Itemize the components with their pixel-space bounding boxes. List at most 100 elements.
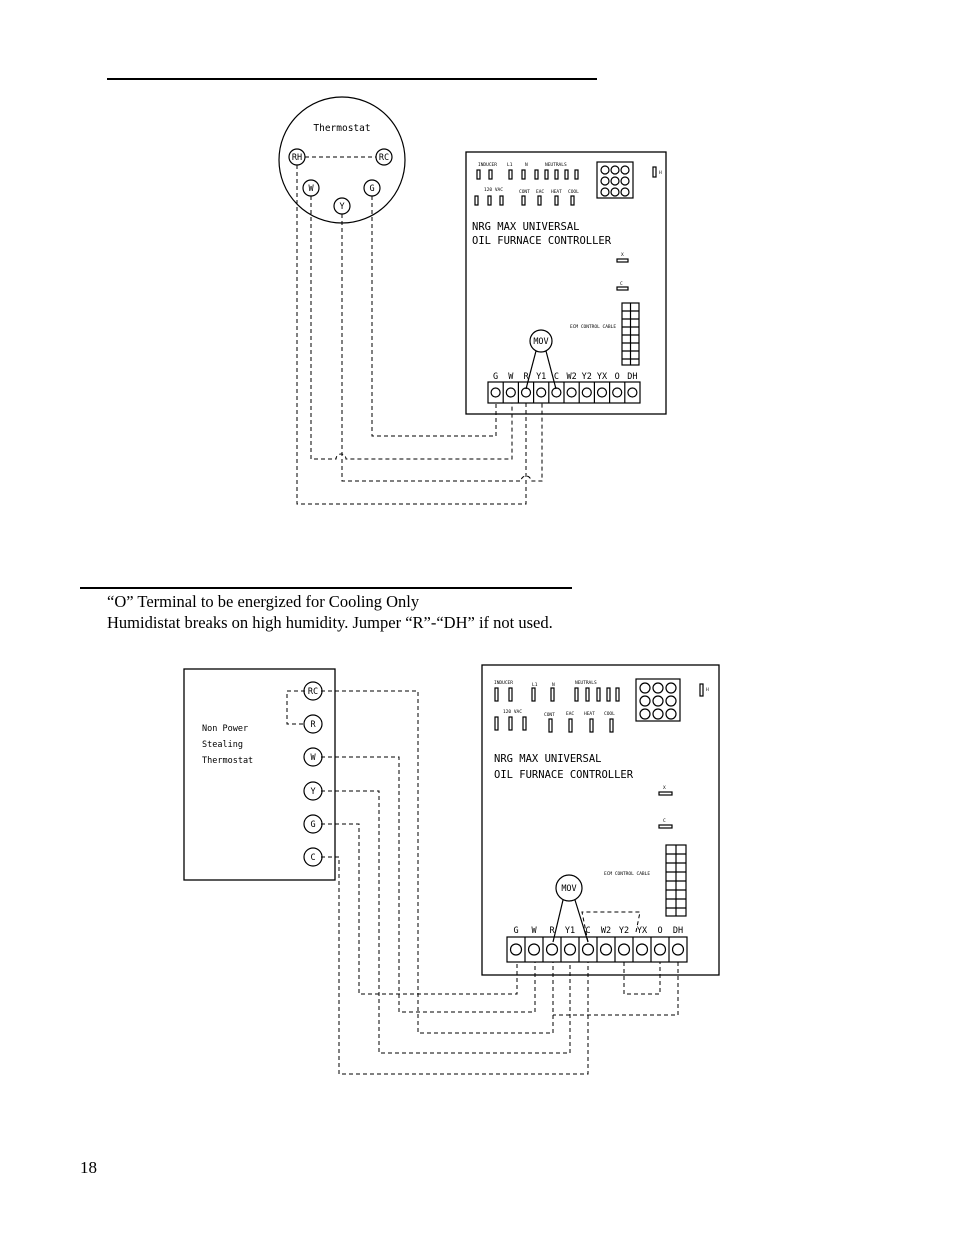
board-title-line1: NRG MAX UNIVERSAL: [472, 221, 579, 233]
terminal-dh: DH: [624, 372, 638, 403]
terminal-r: R: [542, 926, 559, 962]
terminal-g: G: [509, 926, 523, 956]
ecm-connector: [621, 302, 640, 366]
terminal-g: G: [490, 372, 501, 398]
six-pin-plug-2: [635, 678, 681, 722]
terminal-label: C: [554, 372, 559, 382]
svg-text:MOV: MOV: [561, 884, 576, 894]
tstat-terminal-r: R: [303, 714, 323, 734]
svg-text:C: C: [663, 818, 666, 824]
ecm-label: ECM CONTROL CABLE: [570, 324, 616, 330]
terminal-yx: YX: [632, 926, 649, 962]
six-pin-plug: [596, 161, 634, 199]
thermostat-box: [183, 668, 336, 881]
svg-text:COOL: COOL: [604, 711, 615, 717]
svg-text:EAC: EAC: [536, 189, 544, 195]
terminal-y2: Y2: [614, 926, 631, 962]
tstat-terminal-label: Y: [310, 787, 315, 797]
diagram-1: Thermostat RH RC W G Y: [278, 96, 667, 505]
terminal-label: O: [657, 926, 662, 936]
board-title-line2: OIL FURNACE CONTROLLER: [472, 235, 612, 247]
svg-text:L1: L1: [507, 162, 513, 168]
terminal-y1: Y1: [560, 926, 577, 962]
terminal-label: YX: [597, 372, 608, 382]
controller-board-1: INDUCER L1 N NEUTRALS 120 VAC CONT EAC H…: [465, 151, 667, 415]
terminal-c: C: [578, 926, 595, 962]
terminal-label: R: [549, 926, 555, 936]
side-connector-2: [699, 683, 704, 697]
svg-text:HEAT: HEAT: [584, 711, 595, 717]
svg-text:Stealing: Stealing: [202, 740, 243, 750]
terminal-label: W: [508, 372, 514, 382]
board2-title-line1: NRG MAX UNIVERSAL: [494, 753, 601, 765]
svg-text:N: N: [525, 162, 528, 168]
terminal-o: O: [608, 372, 623, 403]
svg-text:Thermostat: Thermostat: [202, 756, 253, 766]
terminal-yx: YX: [593, 372, 608, 403]
top-connectors: [476, 169, 579, 180]
terminal-w2: W2: [596, 926, 613, 962]
terminal-label: W2: [601, 926, 611, 936]
svg-text:X: X: [621, 252, 624, 258]
mov-component: MOV: [525, 329, 557, 390]
svg-text:RC: RC: [379, 153, 389, 163]
terminal-label: W: [531, 926, 537, 936]
terminal-label: O: [615, 372, 620, 382]
tstat-terminal-label: G: [310, 820, 315, 830]
svg-text:Y: Y: [339, 202, 344, 212]
svg-text:X: X: [663, 785, 666, 791]
terminal-label: DH: [673, 926, 683, 936]
terminal-label: YX: [637, 926, 648, 936]
tstat-terminal-label: R: [310, 720, 316, 730]
tstat-terminal-label: C: [310, 853, 315, 863]
svg-text:G: G: [369, 184, 374, 194]
svg-text:Non Power: Non Power: [202, 724, 248, 734]
round-thermostat: Thermostat RH RC W G Y: [278, 96, 406, 224]
terminal-w: W: [302, 179, 320, 197]
svg-text:CONT: CONT: [544, 712, 555, 718]
svg-text:L1: L1: [532, 682, 538, 688]
terminal-label: Y2: [582, 372, 592, 382]
svg-text:COOL: COOL: [568, 189, 579, 195]
svg-text:INDUCER: INDUCER: [478, 162, 497, 168]
jumper-c: [616, 286, 629, 291]
board2-title-line2: OIL FURNACE CONTROLLER: [494, 769, 634, 781]
mid-connectors-2: [494, 716, 614, 733]
svg-text:NEUTRALS: NEUTRALS: [575, 680, 597, 686]
terminal-c: C: [548, 372, 562, 403]
note-humidistat: Humidistat breaks on high humidity. Jump…: [107, 613, 553, 632]
terminal-label: C: [585, 926, 590, 936]
terminal-y1: Y1: [532, 372, 546, 403]
svg-text:MOV: MOV: [533, 337, 548, 347]
terminal-label: R: [523, 372, 529, 382]
controller-board-2: INDUCER L1 N NEUTRALS 120 VAC CONT EAC H…: [481, 664, 720, 976]
svg-text:RH: RH: [292, 153, 302, 163]
c-o-dotted-link: [581, 911, 641, 943]
terminal-o: O: [650, 926, 667, 962]
svg-text:W: W: [308, 184, 314, 194]
ecm-connector-2: [665, 844, 687, 917]
note-o-terminal: “O” Terminal to be energized for Cooling…: [107, 592, 420, 611]
terminal-label: Y1: [565, 926, 575, 936]
svg-text:NEUTRALS: NEUTRALS: [545, 162, 567, 168]
diagram-2-wires: [321, 690, 679, 1075]
svg-text:N: N: [552, 682, 555, 688]
section-rule-middle: [80, 587, 572, 589]
terminal-y2: Y2: [578, 372, 592, 403]
jumper-x-2: [658, 791, 673, 796]
svg-text:120 VAC: 120 VAC: [503, 709, 522, 715]
svg-text:C: C: [620, 281, 623, 287]
section-rule-top: [107, 78, 597, 80]
terminal-label: DH: [627, 372, 637, 382]
page-number: 18: [80, 1158, 97, 1177]
terminal-label: Y1: [536, 372, 546, 382]
svg-text:120 VAC: 120 VAC: [484, 187, 503, 193]
svg-text:EAC: EAC: [566, 711, 574, 717]
mid-connectors: [474, 195, 575, 206]
terminal-g: G: [363, 179, 381, 197]
terminal-dh: DH: [668, 926, 685, 962]
